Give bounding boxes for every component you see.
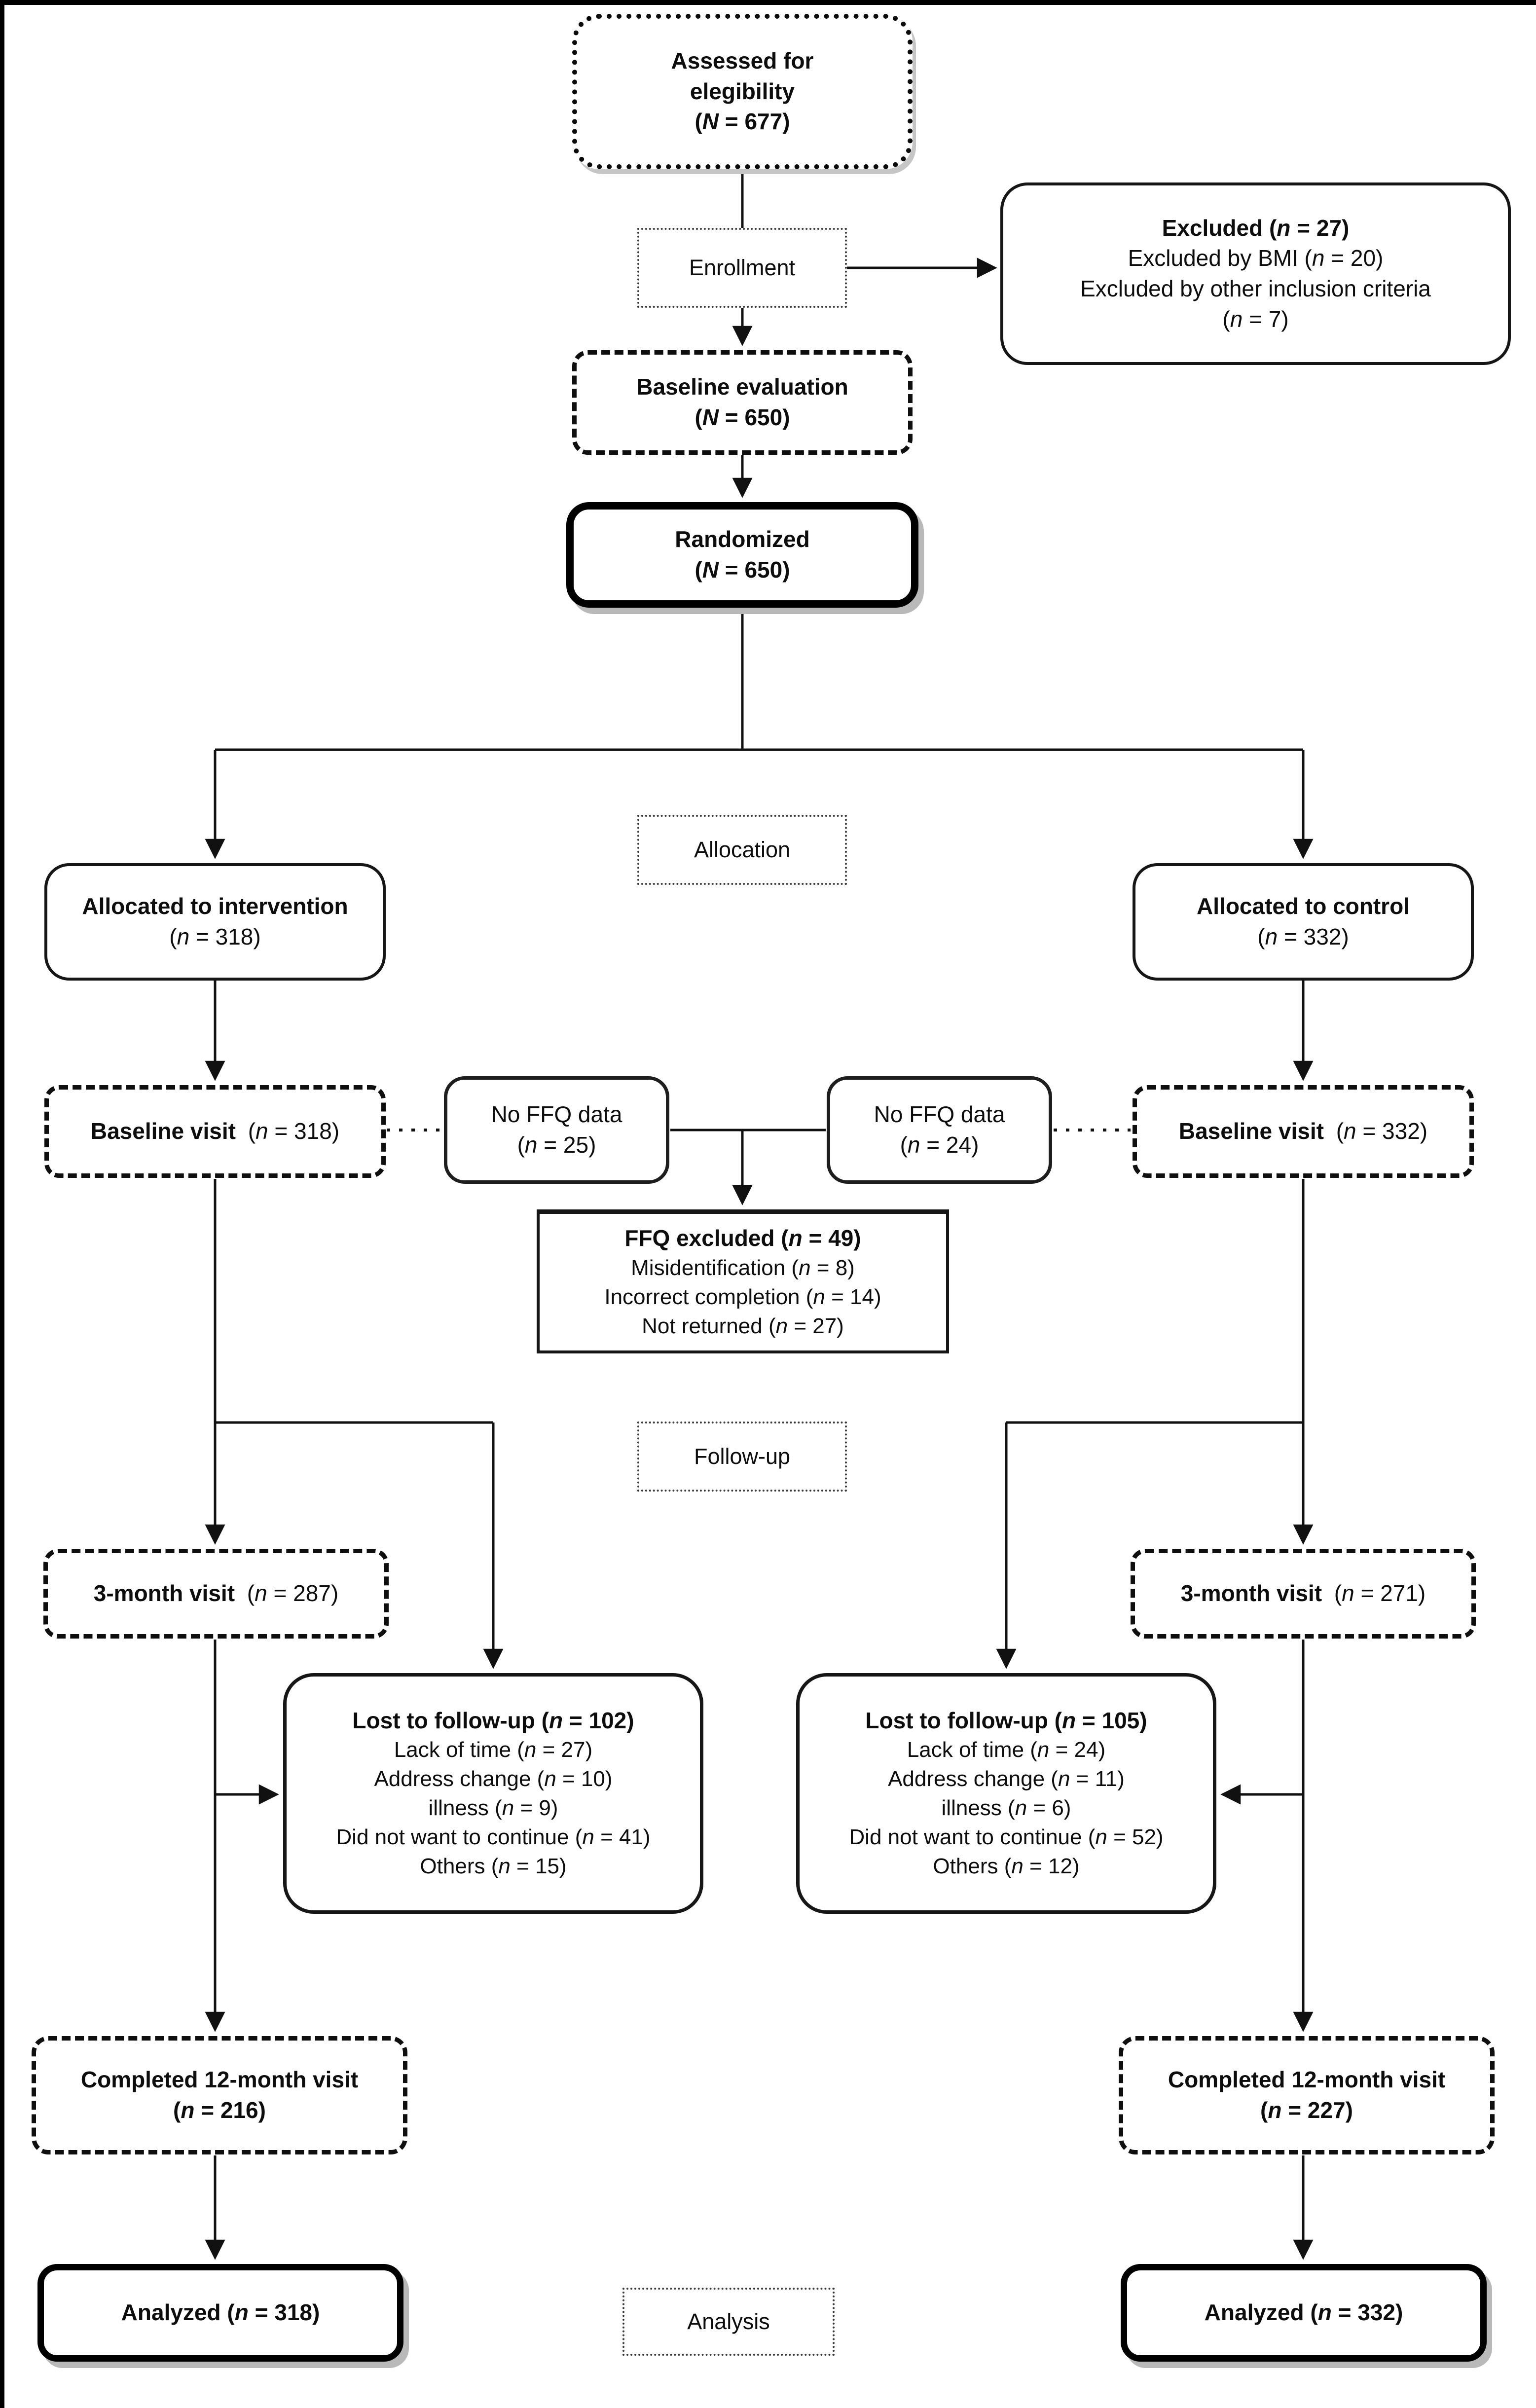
analysis-stage-label: Analysis bbox=[622, 2288, 835, 2356]
box-line: (N = 650) bbox=[695, 557, 790, 583]
stage-label-text: Analysis bbox=[687, 2308, 770, 2334]
enrollment-stage-label: Enrollment bbox=[637, 228, 847, 308]
box-line: Incorrect completion (n = 14) bbox=[604, 1284, 881, 1309]
box-count: (n = 287) bbox=[247, 1580, 339, 1606]
box-line: (N = 650) bbox=[695, 404, 790, 430]
box-line: (n = 7) bbox=[1222, 306, 1289, 332]
box-line: (N = 677) bbox=[695, 109, 790, 135]
completed-12-month-control-box: Completed 12-month visit (n = 227) bbox=[1119, 2036, 1495, 2154]
page-edge-top bbox=[0, 0, 1536, 5]
no-ffq-data-control-box: No FFQ data (n = 24) bbox=[827, 1076, 1052, 1184]
allocated-control-box: Allocated to control (n = 332) bbox=[1133, 863, 1474, 981]
box-count: (n = 227) bbox=[1260, 2097, 1353, 2123]
box-heading: Lost to follow-up (n = 105) bbox=[865, 1707, 1147, 1733]
assessed-for-eligibility-box: Assessed for elegibility (N = 677) bbox=[572, 14, 913, 169]
box-heading: Allocated to intervention bbox=[82, 893, 348, 919]
baseline-visit-control-box: Baseline visit (n = 332) bbox=[1133, 1085, 1474, 1178]
box-line: No FFQ data bbox=[491, 1101, 622, 1128]
stage-label-text: Follow-up bbox=[694, 1443, 791, 1469]
box-heading: 3-month visit bbox=[1180, 1580, 1322, 1606]
box-count: (n = 24) bbox=[900, 1132, 979, 1158]
box-count: (n = 318) bbox=[169, 924, 261, 949]
box-line: illness (n = 6) bbox=[941, 1796, 1071, 1821]
no-ffq-data-intervention-box: No FFQ data (n = 25) bbox=[444, 1076, 669, 1184]
box-line: Address change (n = 11) bbox=[888, 1767, 1125, 1791]
box-line: Excluded by other inclusion criteria bbox=[1080, 276, 1431, 301]
three-month-visit-control-box: 3-month visit (n = 271) bbox=[1131, 1549, 1476, 1639]
box-count: (n = 332) bbox=[1257, 924, 1349, 949]
box-line: Others (n = 12) bbox=[933, 1854, 1080, 1879]
excluded-box: Excluded (n = 27) Excluded by BMI (n = 2… bbox=[1000, 182, 1511, 365]
box-line: Lack of time (n = 24) bbox=[907, 1738, 1106, 1762]
box-count: (n = 318) bbox=[248, 1118, 340, 1144]
box-heading: Baseline visit bbox=[1178, 1118, 1324, 1144]
box-line: Completed 12-month visit bbox=[80, 2067, 359, 2093]
lost-to-followup-control-box: Lost to follow-up (n = 105) Lack of time… bbox=[796, 1673, 1216, 1914]
box-line: Baseline evaluation bbox=[636, 374, 848, 400]
three-month-visit-intervention-box: 3-month visit (n = 287) bbox=[43, 1549, 389, 1639]
box-count: (n = 332) bbox=[1336, 1118, 1428, 1144]
box-line: illness (n = 9) bbox=[428, 1796, 558, 1821]
box-line: Excluded by BMI (n = 20) bbox=[1128, 245, 1384, 271]
box-heading: 3-month visit bbox=[93, 1580, 235, 1606]
box-line: Analyzed (n = 332) bbox=[1204, 2299, 1403, 2326]
box-line: Lack of time (n = 27) bbox=[394, 1738, 593, 1762]
box-line: Analyzed (n = 318) bbox=[121, 2299, 320, 2326]
stage-label-text: Allocation bbox=[694, 837, 791, 862]
box-count: (n = 25) bbox=[517, 1132, 596, 1158]
analyzed-intervention-box: Analyzed (n = 318) bbox=[37, 2264, 403, 2362]
box-heading: FFQ excluded (n = 49) bbox=[624, 1225, 861, 1251]
box-heading: Lost to follow-up (n = 102) bbox=[352, 1707, 634, 1733]
lost-to-followup-intervention-box: Lost to follow-up (n = 102) Lack of time… bbox=[283, 1673, 703, 1914]
box-count: (n = 216) bbox=[173, 2097, 266, 2123]
analyzed-control-box: Analyzed (n = 332) bbox=[1121, 2264, 1487, 2362]
followup-stage-label: Follow-up bbox=[637, 1422, 847, 1492]
box-line: Address change (n = 10) bbox=[374, 1767, 613, 1791]
allocated-intervention-box: Allocated to intervention (n = 318) bbox=[44, 863, 386, 981]
box-count: (n = 271) bbox=[1334, 1580, 1426, 1606]
box-line: Others (n = 15) bbox=[420, 1854, 567, 1879]
box-line: elegibility bbox=[690, 78, 795, 104]
ffq-excluded-box: FFQ excluded (n = 49) Misidentification … bbox=[537, 1209, 949, 1353]
box-line: Did not want to continue (n = 41) bbox=[336, 1825, 651, 1850]
box-line: Randomized bbox=[675, 526, 810, 552]
box-line: Completed 12-month visit bbox=[1168, 2067, 1446, 2093]
box-heading: Allocated to control bbox=[1197, 893, 1410, 919]
baseline-visit-intervention-box: Baseline visit (n = 318) bbox=[44, 1085, 386, 1178]
randomized-box: Randomized (N = 650) bbox=[566, 502, 918, 608]
stage-label-text: Enrollment bbox=[689, 255, 796, 280]
box-heading: Baseline visit bbox=[90, 1118, 236, 1144]
box-line: No FFQ data bbox=[874, 1101, 1005, 1128]
box-line: Did not want to continue (n = 52) bbox=[849, 1825, 1164, 1850]
box-line: Assessed for bbox=[671, 48, 814, 74]
allocation-stage-label: Allocation bbox=[637, 815, 847, 885]
page-edge-left bbox=[0, 0, 4, 2408]
box-line: Not returned (n = 27) bbox=[642, 1313, 844, 1338]
baseline-evaluation-box: Baseline evaluation (N = 650) bbox=[572, 350, 913, 455]
box-line: Misidentification (n = 8) bbox=[631, 1255, 855, 1280]
box-heading: Excluded (n = 27) bbox=[1162, 215, 1350, 241]
completed-12-month-intervention-box: Completed 12-month visit (n = 216) bbox=[32, 2036, 407, 2154]
